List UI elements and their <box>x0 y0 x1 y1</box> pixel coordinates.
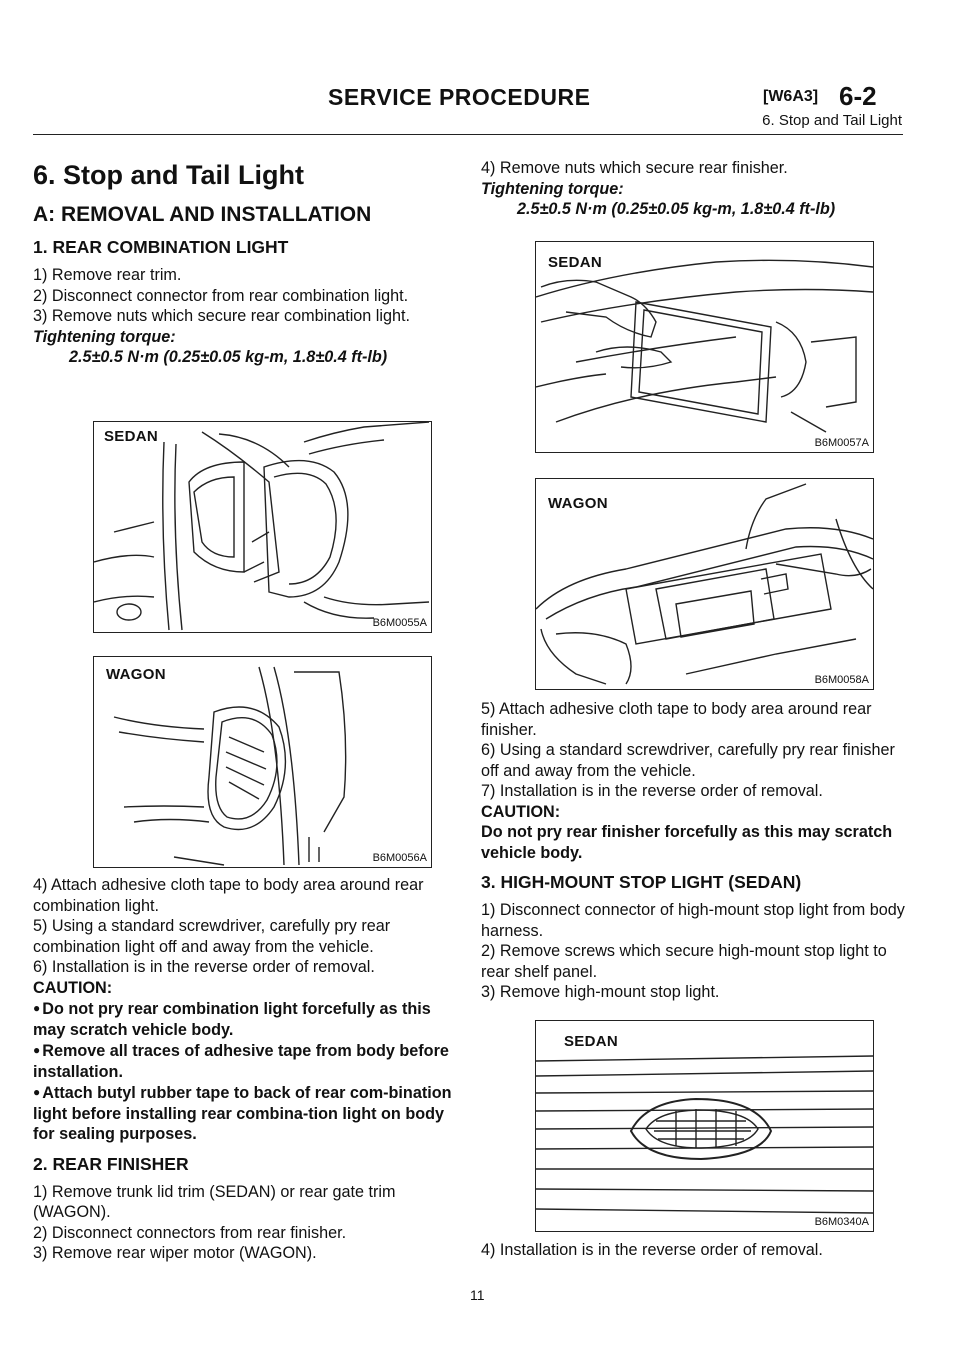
header-rule <box>33 134 903 135</box>
step: 4) Attach adhesive cloth tape to body ar… <box>33 876 424 915</box>
bullet-icon: ● <box>33 1043 41 1057</box>
figure-label: SEDAN <box>564 1033 619 1050</box>
figure-label: WAGON <box>548 495 608 512</box>
caution-label: CAUTION: <box>33 978 113 997</box>
section-title-high-mount-stop-light: 3. HIGH-MOUNT STOP LIGHT (SEDAN) <box>481 872 802 892</box>
bullet-icon: ● <box>33 1085 41 1099</box>
figure-sedan-combination-light: SEDAN B6M0055A <box>93 421 432 633</box>
caution-item: ●Remove all traces of adhesive tape from… <box>33 1042 449 1081</box>
figure-wagon-combination-light: WAGON B6M0056A <box>93 656 432 868</box>
figure-illustration <box>536 1055 873 1214</box>
figure-label: WAGON <box>106 666 166 683</box>
header-section-number: 6-2 <box>839 81 877 111</box>
step: 2) Disconnect connectors from rear finis… <box>33 1223 347 1242</box>
step: 2) Disconnect connector from rear combin… <box>33 286 409 305</box>
step: 2) Remove screws which secure high-mount… <box>481 942 887 981</box>
figure-label: SEDAN <box>104 428 159 445</box>
torque-label: Tightening torque: <box>481 179 624 198</box>
right-column-continued: 5) Attach adhesive cloth tape to body ar… <box>481 699 911 1003</box>
step: 3) Remove high-mount stop light. <box>481 983 720 1001</box>
section-title-rear-finisher: 2. REAR FINISHER <box>33 1153 189 1174</box>
figure-sedan-high-mount-stop-light: SEDAN B6M0340A <box>535 1020 874 1232</box>
figure-wagon-rear-finisher: WAGON B6M0058A <box>535 478 874 690</box>
caution-item: ●Do not pry rear combination light force… <box>33 1000 431 1039</box>
figure-illustration <box>536 483 873 685</box>
step: 1) Remove trunk lid trim (SEDAN) or rear… <box>33 1182 396 1222</box>
figure-code: B6M0057A <box>814 437 869 449</box>
section-title-rear-combination-light: 1. REAR COMBINATION LIGHT <box>33 237 289 257</box>
header-code: [W6A3] <box>763 88 819 105</box>
figure-illustration <box>113 666 347 866</box>
figure-illustration <box>536 259 873 433</box>
torque-value: 2.5±0.5 N·m (0.25±0.05 kg-m, 1.8±0.4 ft-… <box>517 200 836 218</box>
left-column: 6. Stop and Tail Light A: REMOVAL AND IN… <box>33 158 463 368</box>
page-number: 11 <box>470 1287 485 1303</box>
caution-label: CAUTION: <box>481 802 561 821</box>
bullet-icon: ● <box>33 1001 41 1015</box>
header-subtitle: 6. Stop and Tail Light <box>762 112 902 129</box>
left-column-continued: 4) Attach adhesive cloth tape to body ar… <box>33 875 463 1264</box>
step: 7) Installation is in the reverse order … <box>481 782 823 800</box>
figure-code: B6M0056A <box>372 852 427 864</box>
header-title: SERVICE PROCEDURE <box>328 84 591 110</box>
step: 6) Using a standard screwdriver, careful… <box>481 741 895 780</box>
step: 6) Installation is in the reverse order … <box>33 958 375 976</box>
figure-code: B6M0058A <box>814 674 869 686</box>
right-column-end: 4) Installation is in the reverse order … <box>481 1240 911 1261</box>
step: 5) Using a standard screwdriver, careful… <box>33 917 391 956</box>
step: 3) Remove nuts which secure rear combina… <box>33 307 410 325</box>
step: 1) Remove rear trim. <box>33 266 182 284</box>
subheading: A: REMOVAL AND INSTALLATION <box>33 203 372 226</box>
figure-label: SEDAN <box>548 254 603 271</box>
step: 4) Installation is in the reverse order … <box>481 1241 823 1259</box>
caution-item: ●Attach butyl rubber tape to back of rea… <box>33 1084 452 1143</box>
right-column: 4) Remove nuts which secure rear finishe… <box>481 158 911 220</box>
figure-illustration <box>94 422 430 631</box>
caution-text: Do not pry rear finisher forcefully as t… <box>481 823 893 862</box>
figure-code: B6M0055A <box>372 617 427 629</box>
torque-label: Tightening torque: <box>33 327 176 346</box>
step: 1) Disconnect connector of high-mount st… <box>481 901 905 940</box>
step: 3) Remove rear wiper motor (WAGON). <box>33 1244 317 1262</box>
step: 5) Attach adhesive cloth tape to body ar… <box>481 700 872 739</box>
page-heading: 6. Stop and Tail Light <box>33 160 304 190</box>
figure-sedan-rear-finisher: SEDAN B6M0057A <box>535 241 874 453</box>
step: 4) Remove nuts which secure rear finishe… <box>481 159 788 177</box>
torque-value: 2.5±0.5 N·m (0.25±0.05 kg-m, 1.8±0.4 ft-… <box>69 348 388 366</box>
figure-code: B6M0340A <box>814 1216 869 1228</box>
